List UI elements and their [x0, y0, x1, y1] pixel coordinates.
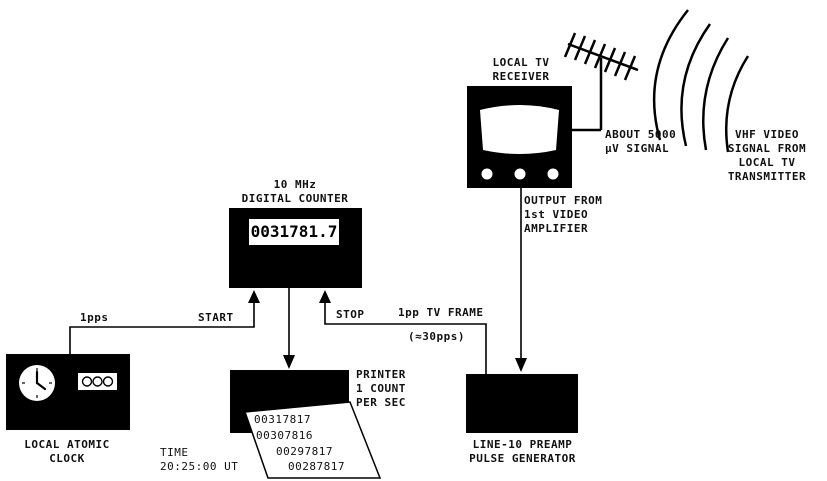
tv-receiver-label: LOCAL TV RECEIVER — [471, 56, 571, 84]
pps-label: 1pps — [80, 311, 109, 325]
tape-entry: 00307816 — [256, 429, 313, 442]
counter-label-line2: DIGITAL COUNTER — [210, 192, 380, 206]
printer-label-line2: 1 COUNT — [356, 382, 406, 396]
vhf-signal-line3: LOCAL TV — [712, 156, 822, 170]
vhf-signal-line4: TRANSMITTER — [712, 170, 822, 184]
tape-entry: 00287817 — [288, 460, 345, 473]
pulse-generator-box — [466, 374, 578, 433]
video-output-line1: OUTPUT FROM — [524, 194, 602, 208]
pulse-generator-label-line1: LINE-10 PREAMP — [440, 438, 605, 452]
tape-entry: 00317817 — [254, 413, 311, 426]
start-label: START — [198, 311, 234, 325]
counter-to-printer-line — [283, 288, 295, 369]
time-label-line2: 20:25:00 UT — [160, 460, 238, 474]
signal-level-line1: ABOUT 5000 — [605, 128, 676, 142]
counter-display: 0031781.7 — [248, 218, 340, 246]
printer-label-line1: PRINTER — [356, 368, 406, 382]
tape-entry: 00297817 — [276, 445, 333, 458]
printer-label: PRINTER 1 COUNT PER SEC — [356, 368, 406, 410]
tv-receiver-label-line2: RECEIVER — [471, 70, 571, 84]
atomic-clock-label: LOCAL ATOMIC CLOCK — [2, 438, 132, 466]
vhf-signal-label: VHF VIDEO SIGNAL FROM LOCAL TV TRANSMITT… — [712, 128, 822, 184]
video-output-label: OUTPUT FROM 1st VIDEO AMPLIFIER — [524, 194, 602, 236]
vhf-signal-line2: SIGNAL FROM — [712, 142, 822, 156]
signal-level-line2: μV SIGNAL — [605, 142, 676, 156]
tv-frame-label: 1pp TV FRAME — [398, 306, 483, 320]
pulse-generator-label-line2: PULSE GENERATOR — [440, 452, 605, 466]
video-output-line2: 1st VIDEO — [524, 208, 602, 222]
counter-label: 10 MHz DIGITAL COUNTER — [210, 178, 380, 206]
pulse-generator-label: LINE-10 PREAMP PULSE GENERATOR — [440, 438, 605, 466]
printer-label-line3: PER SEC — [356, 396, 406, 410]
tv-receiver-label-line1: LOCAL TV — [471, 56, 571, 70]
stop-label: STOP — [336, 308, 365, 322]
signal-level-label: ABOUT 5000 μV SIGNAL — [605, 128, 676, 156]
video-output-line3: AMPLIFIER — [524, 222, 602, 236]
counter-label-line1: 10 MHz — [210, 178, 380, 192]
atomic-clock-box — [6, 354, 130, 430]
tv-receiver-box — [467, 86, 572, 188]
time-label-line1: TIME — [160, 446, 238, 460]
antenna-icon — [565, 33, 638, 130]
time-label: TIME 20:25:00 UT — [160, 446, 238, 474]
tv-frame-rate-label: (≈30pps) — [408, 330, 465, 344]
atomic-clock-label-line2: CLOCK — [2, 452, 132, 466]
atomic-clock-label-line1: LOCAL ATOMIC — [2, 438, 132, 452]
vhf-signal-line1: VHF VIDEO — [712, 128, 822, 142]
